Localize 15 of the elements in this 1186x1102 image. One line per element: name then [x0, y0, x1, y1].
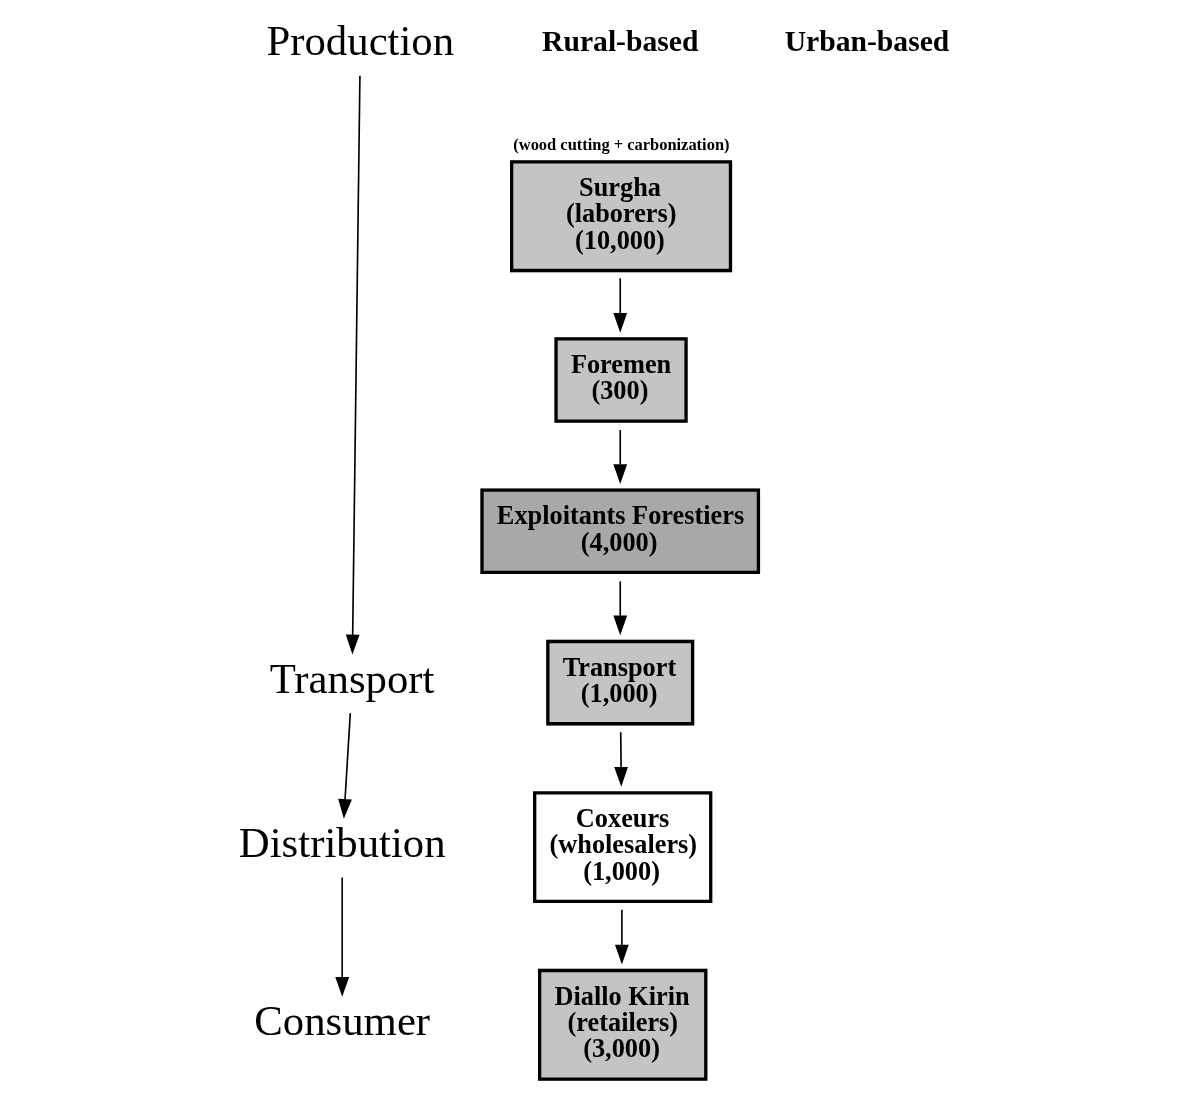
arrow	[345, 74, 361, 655]
arrow	[612, 580, 627, 636]
node-label: (wood cutting + carbonization)	[512, 135, 729, 155]
arrow	[613, 731, 628, 787]
arrow	[334, 876, 349, 997]
label: Urban-based	[784, 24, 949, 57]
node-text: Distribution	[238, 819, 446, 867]
arrow	[337, 712, 352, 819]
arrow	[612, 277, 627, 333]
node-text: Transport	[269, 654, 434, 702]
label: Rural-based	[541, 24, 698, 57]
node-text: Consumer	[253, 997, 430, 1045]
arrow	[612, 429, 627, 485]
arrow	[614, 908, 629, 965]
node-text: Production	[265, 17, 454, 65]
